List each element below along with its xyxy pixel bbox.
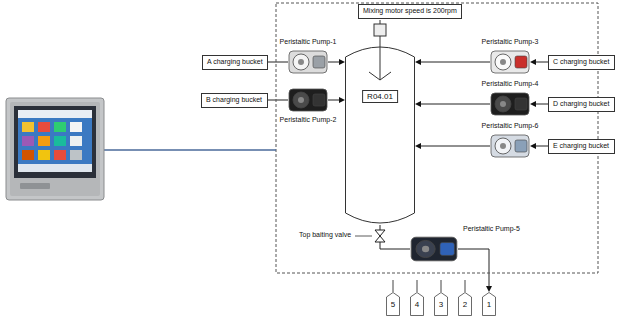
pump-picture — [490, 132, 530, 160]
outlet-tag: 2 — [458, 292, 472, 316]
pump-picture — [490, 48, 530, 76]
pump-node: Peristaltic Pump-6 — [490, 132, 530, 160]
pump-node: Peristaltic Pump-2 — [288, 86, 328, 114]
connector — [530, 101, 548, 107]
note-box: Mixing motor speed is 200rpm — [358, 4, 462, 19]
connector — [415, 143, 490, 149]
box-label: C charging bucket — [553, 58, 609, 66]
outlet-tag: 1 — [482, 292, 496, 316]
box-label: B charging bucket — [206, 96, 262, 104]
pump-label: Peristaltic Pump-1 — [279, 38, 338, 46]
vessel-tag: R04.01 — [362, 90, 398, 103]
connector — [328, 97, 345, 103]
vessel-outline — [345, 45, 415, 225]
outlet-tag: 4 — [410, 292, 424, 316]
mixer-motor — [369, 20, 391, 80]
bucket-box: C charging bucket — [548, 55, 615, 70]
valve-symbol — [375, 230, 385, 242]
pump-picture — [288, 86, 328, 114]
pump-label: Peristaltic Pump-3 — [481, 38, 540, 46]
bucket-box: E charging bucket — [548, 139, 615, 154]
callout-number: 1 — [482, 300, 496, 309]
box-label: A charging bucket — [207, 58, 263, 66]
bucket-box: D charging bucket — [548, 97, 615, 112]
pump-picture — [490, 90, 530, 118]
connector — [268, 100, 288, 101]
callout-number: 2 — [458, 300, 472, 309]
pump-label: Peristaltic Pump-6 — [481, 122, 540, 130]
connector — [380, 225, 410, 249]
pump-label: Peristaltic Pump-2 — [279, 116, 338, 124]
leader-line — [355, 236, 372, 237]
callout-number: 4 — [410, 300, 424, 309]
outlet-tag: 3 — [434, 292, 448, 316]
hmi-panel — [6, 98, 104, 200]
valve-label: Top baiting valve — [298, 231, 352, 239]
connector — [458, 249, 492, 292]
bucket-box: B charging bucket — [201, 93, 268, 108]
pump-label: Peristaltic Pump-4 — [481, 80, 540, 88]
connector — [415, 59, 490, 65]
box-label: Mixing motor speed is 200rpm — [363, 7, 457, 15]
callout-number: 5 — [386, 300, 400, 309]
box-label: E charging bucket — [553, 142, 609, 150]
connector — [268, 62, 288, 63]
pump-picture — [288, 48, 328, 76]
outlet-tag: 5 — [386, 292, 400, 316]
pump-label: Peristaltic Pump-5 — [462, 225, 521, 233]
pump-node: Peristaltic Pump-3 — [490, 48, 530, 76]
connector — [415, 101, 490, 107]
bucket-box: A charging bucket — [202, 55, 268, 70]
outlet-stubs — [393, 280, 465, 292]
callout-number: 3 — [434, 300, 448, 309]
connector — [530, 143, 548, 149]
box-label: D charging bucket — [553, 100, 609, 108]
reactor-vessel: R04.01 — [345, 45, 415, 225]
connector — [530, 59, 548, 65]
pump-node: Peristaltic Pump-1 — [288, 48, 328, 76]
connector — [328, 59, 345, 65]
pump-picture — [410, 234, 458, 264]
hmi-cable — [104, 149, 276, 151]
pump-node: Peristaltic Pump-5 — [410, 234, 458, 264]
pump-node: Peristaltic Pump-4 — [490, 90, 530, 118]
